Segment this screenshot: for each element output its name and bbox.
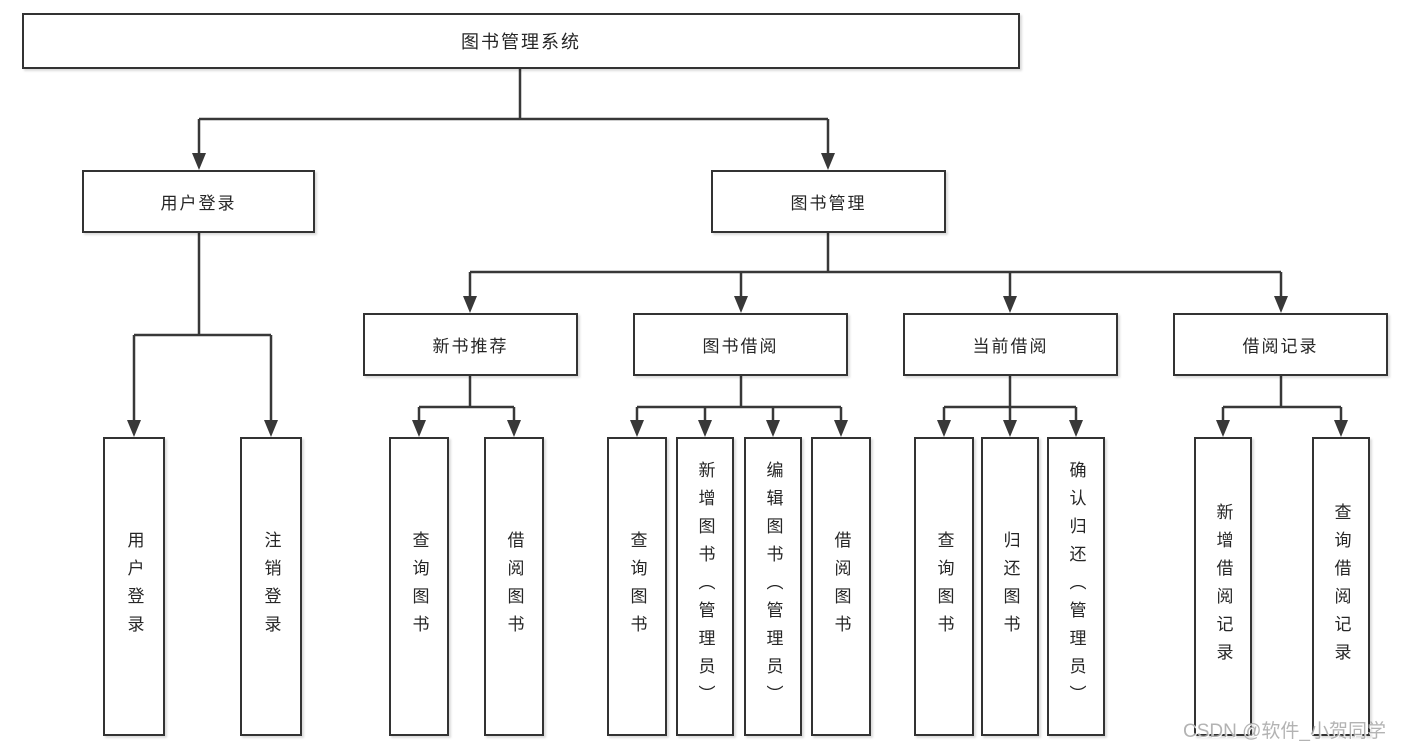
- leaf-add-book-admin: 新增图书（管理员）: [676, 437, 734, 736]
- leaf-user-login: 用户登录: [103, 437, 165, 736]
- leaf-borrow-borrow-book: 借阅图书: [811, 437, 871, 736]
- leaf-return-book: 归还图书: [981, 437, 1039, 736]
- leaf-add-borrow-record: 新增借阅记录: [1194, 437, 1252, 736]
- node-library-system: 图书管理系统: [22, 13, 1020, 69]
- leaf-current-query-book: 查询图书: [914, 437, 974, 736]
- node-book-management: 图书管理: [711, 170, 946, 233]
- leaf-borrow-query-book: 查询图书: [607, 437, 667, 736]
- leaf-query-borrow-record: 查询借阅记录: [1312, 437, 1370, 736]
- leaf-edit-book-admin: 编辑图书（管理员）: [744, 437, 802, 736]
- node-book-borrow: 图书借阅: [633, 313, 848, 376]
- node-new-book-recommend: 新书推荐: [363, 313, 578, 376]
- csdn-watermark: CSDN @软件_小贺同学: [1183, 721, 1386, 742]
- node-borrow-records: 借阅记录: [1173, 313, 1388, 376]
- leaf-logout: 注销登录: [240, 437, 302, 736]
- leaf-confirm-return-admin: 确认归还（管理员）: [1047, 437, 1105, 736]
- node-user-login: 用户登录: [82, 170, 315, 233]
- leaf-recommend-query-book: 查询图书: [389, 437, 449, 736]
- connector-paths: [132, 69, 1343, 425]
- leaf-recommend-borrow-book: 借阅图书: [484, 437, 544, 736]
- node-current-borrow: 当前借阅: [903, 313, 1118, 376]
